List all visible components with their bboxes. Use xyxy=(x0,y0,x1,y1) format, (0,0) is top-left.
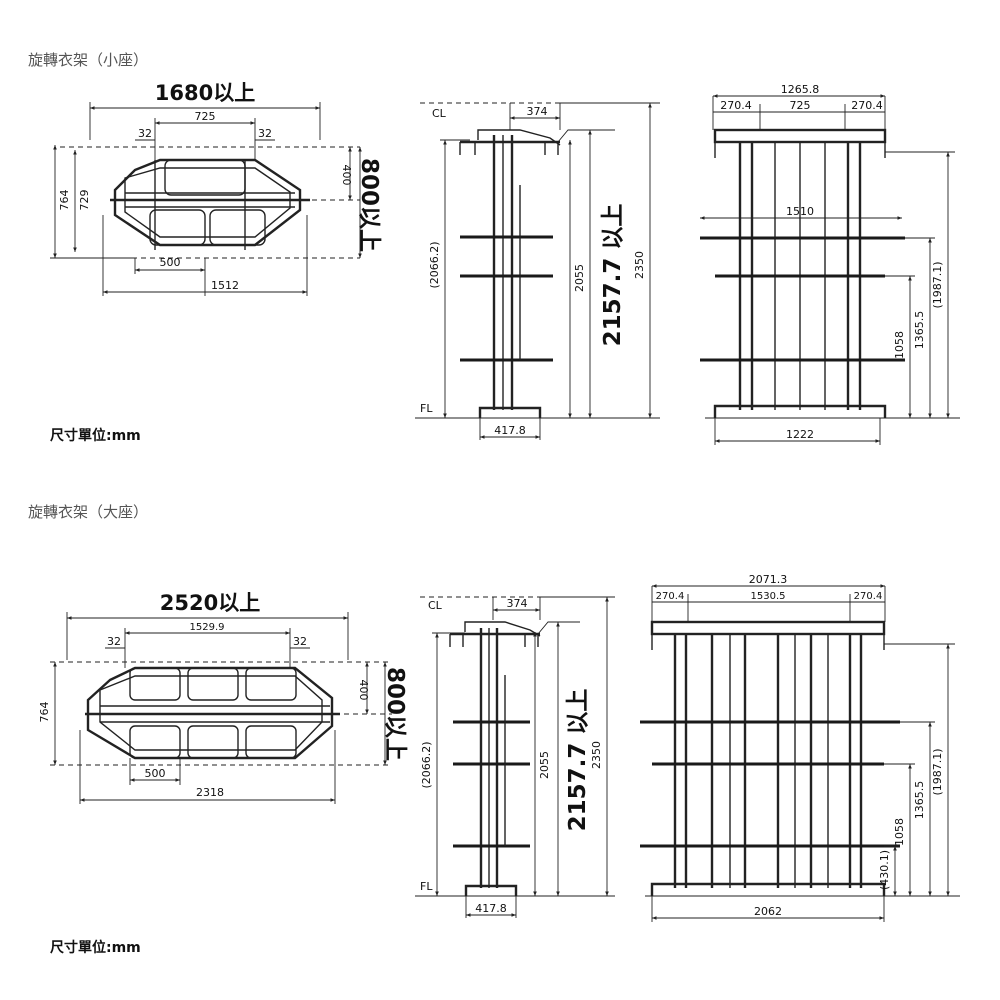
small-section: 旋轉衣架（小座） 尺寸單位:mm 1680以上 725 32 32 764 72… xyxy=(28,51,960,445)
dim-base-depth-large: 417.8 xyxy=(475,902,507,915)
dim-front-base-large: 2062 xyxy=(754,905,782,918)
section-title-large: 旋轉衣架（大座） xyxy=(28,503,148,521)
dim-clear-height-large: 2157.7 以上 xyxy=(565,689,591,832)
dim-bar-height-small: (2066.2) xyxy=(428,241,441,288)
dim-overall-width-small: 1680以上 xyxy=(155,81,255,105)
dim-front-h-low-large: 1058 xyxy=(893,818,906,846)
dim-front-h-top-large: (1987.1) xyxy=(931,748,944,795)
dim-front-bar-small: 1510 xyxy=(786,205,814,218)
dim-half-depth-large: 400 xyxy=(357,680,370,701)
label-fl-large: FL xyxy=(420,880,433,893)
label-fl-small: FL xyxy=(420,402,433,415)
dim-length-small: 1512 xyxy=(211,279,239,292)
section-title-small: 旋轉衣架（小座） xyxy=(28,51,148,69)
dim-front-seg-right-small: 270.4 xyxy=(851,99,883,112)
dim-front-h-base-large: (430.1) xyxy=(878,850,891,890)
dim-side-right-small: 32 xyxy=(258,127,272,140)
dim-base-depth-small: 417.8 xyxy=(494,424,526,437)
side-view-large: CL FL 374 (2066.2) xyxy=(415,596,615,918)
dim-depth-small: 764 xyxy=(58,190,71,211)
dim-front-seg-right-large: 270.4 xyxy=(854,591,883,602)
dim-module-large: 500 xyxy=(145,767,166,780)
dim-half-depth-small: 400 xyxy=(340,165,353,186)
dim-depth-inner-small: 729 xyxy=(78,190,91,211)
dim-side-right-large: 32 xyxy=(293,635,307,648)
dim-front-top-small: 1265.8 xyxy=(781,83,820,96)
dim-mid-height-small: 2055 xyxy=(573,264,586,292)
unit-note-large: 尺寸單位:mm xyxy=(50,939,141,956)
front-view-large: 2071.3 270.4 1530.5 270.4 xyxy=(640,573,960,922)
large-section: 旋轉衣架（大座） 尺寸單位:mm 2520以上 1529.9 32 32 764… xyxy=(28,503,960,956)
dim-offset-large: 374 xyxy=(507,597,528,610)
dim-total-height-large: 2350 xyxy=(590,741,603,769)
dim-front-top-large: 2071.3 xyxy=(749,573,788,586)
label-cl-large: CL xyxy=(428,599,443,612)
dim-front-seg-left-large: 270.4 xyxy=(656,591,685,602)
label-cl-small: CL xyxy=(432,107,447,120)
dim-inner-width-small: 725 xyxy=(195,110,216,123)
dim-front-h-low-small: 1058 xyxy=(893,331,906,359)
dim-offset-small: 374 xyxy=(527,105,548,118)
dim-overall-width-large: 2520以上 xyxy=(160,591,260,615)
dim-inner-width-large: 1529.9 xyxy=(190,622,225,633)
plan-view-large: 2520以上 1529.9 32 32 764 400 800以上 xyxy=(38,591,408,804)
dim-front-seg-left-small: 270.4 xyxy=(720,99,752,112)
plan-view-small: 1680以上 725 32 32 764 729 400 800 xyxy=(50,81,382,296)
dim-clearance-large: 800以上 xyxy=(382,667,408,761)
dim-depth-large: 764 xyxy=(38,702,51,723)
dim-front-seg-mid-large: 1530.5 xyxy=(751,591,786,602)
dim-side-left-large: 32 xyxy=(107,635,121,648)
dim-front-h-mid-large: 1365.5 xyxy=(913,781,926,820)
side-view-small: CL FL 374 (2066.2) xyxy=(415,102,660,440)
dim-total-height-small: 2350 xyxy=(633,251,646,279)
dim-module-small: 500 xyxy=(160,256,181,269)
dim-front-base-small: 1222 xyxy=(786,428,814,441)
dim-bar-height-large: (2066.2) xyxy=(420,741,433,788)
dim-front-h-top-small: (1987.1) xyxy=(931,261,944,308)
dim-front-h-mid-small: 1365.5 xyxy=(913,311,926,350)
front-view-small: 1265.8 270.4 725 270.4 1510 xyxy=(700,83,960,445)
unit-note-small: 尺寸單位:mm xyxy=(50,427,141,444)
dim-mid-height-large: 2055 xyxy=(538,751,551,779)
dim-side-left-small: 32 xyxy=(138,127,152,140)
dim-length-large: 2318 xyxy=(196,786,224,799)
dim-clear-height-small: 2157.7 以上 xyxy=(600,204,626,347)
dim-clearance-small: 800以上 xyxy=(356,158,382,252)
dim-front-seg-mid-small: 725 xyxy=(790,99,811,112)
